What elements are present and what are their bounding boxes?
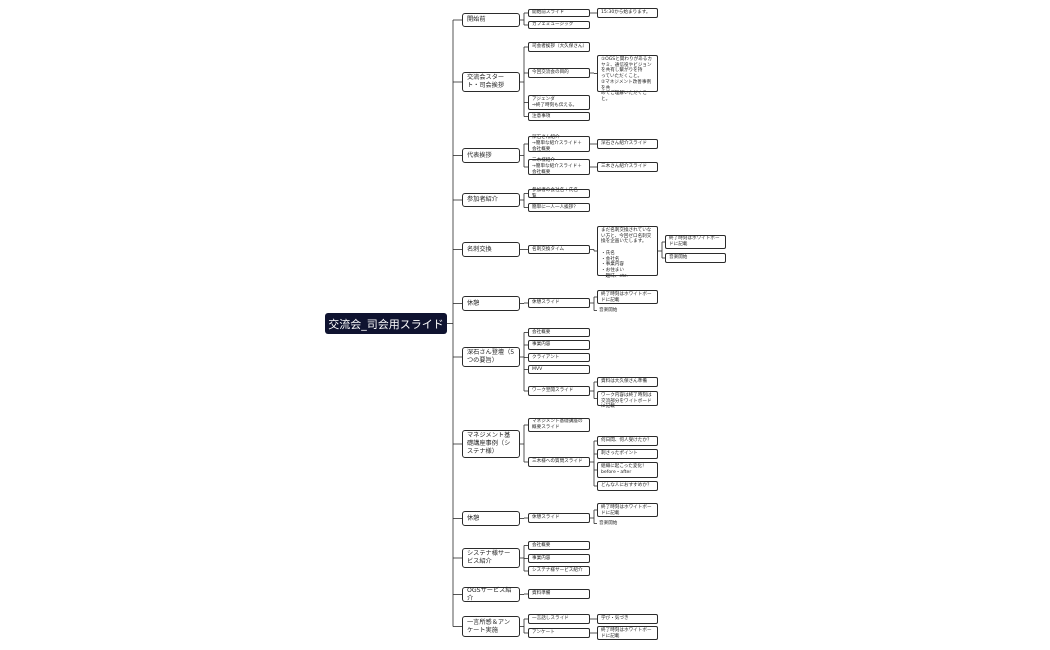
topic-level2[interactable]: MVV [528,365,590,374]
branch-node[interactable]: 交流会スタート・司会挨拶 [462,72,520,92]
topic-level2[interactable]: 三木様紹介 →簡単な紹介スライド＋会社概要 [528,158,590,175]
topic-level2[interactable]: 名刺交換タイム [528,245,590,254]
topic-level3[interactable]: ワーク内容は終了時刻は交流部分をワイトボードに記載 [597,391,658,409]
topic-level3[interactable]: 組織に起こった変化！ before・after [597,462,658,478]
topic-level2[interactable]: 事業内容 [528,554,590,563]
topic-level2[interactable]: クライアント [528,353,590,362]
topic-level2[interactable]: 資料準備 [528,589,590,599]
topic-level3[interactable]: ①OGSと関わりがあるカヤミ、通信役やビジョンを共有し繋がりを持 っていただくこ… [597,55,658,102]
topic-level2[interactable]: 休憩スライド [528,298,590,308]
topic-level2[interactable]: マネジメント基礎講座の概要スライド [528,418,590,432]
topic-level4[interactable]: 終了時刻はホワイトボードに記載 [665,235,726,249]
branch-node[interactable]: マネジメント基礎講座事例（システナ様） [462,430,520,458]
branch-node[interactable]: 参加者紹介 [462,193,520,207]
topic-level3[interactable]: まだ名刺交換されていない方と、今回ゼロ名刺交換を企画いたします。 ・氏名 ・会社… [597,226,658,279]
branch-node[interactable]: 休憩 [462,296,520,311]
topic-level2[interactable]: システナ様サービス紹介 [528,566,590,576]
topic-level3[interactable]: 終了時刻はホワイトボードに記載 [597,290,658,304]
topic-level2[interactable]: 注意事項 [528,112,590,121]
topic-level2[interactable]: 司会者挨拶（大久保さん） [528,42,590,52]
branch-node[interactable]: 代表挨拶 [462,148,520,163]
branch-node[interactable]: 名刺交換 [462,242,520,257]
topic-level2[interactable]: 開始前スライド [528,9,590,17]
topic-level3[interactable]: どんな人におすすめか？ [597,481,658,491]
topic-level3[interactable]: 15:30から始まります。 [597,8,658,18]
topic-level3[interactable]: 学び・気づき [597,614,658,624]
root-node[interactable]: 交流会_司会用スライド [325,313,447,334]
topic-level2[interactable]: 簡単に一人一人挨拶？ [528,203,590,212]
topic-level2[interactable]: アジェンダ ⇒終了時刻も伝える。 [528,95,590,110]
topic-level4[interactable]: 音楽開始 [665,253,726,263]
topic-level3[interactable]: 資料は大久保さん準備 [597,377,658,387]
branch-node[interactable]: 深石さん登壇（5つの要旨） [462,347,520,367]
topic-level2[interactable]: 事業内容 [528,340,590,350]
topic-level2[interactable]: 会社概要 [528,328,590,337]
topic-level2[interactable]: 会社概要 [528,541,590,550]
topic-level2[interactable]: カフェミュージック [528,21,590,29]
topic-level2[interactable]: 今回交流会の目的 [528,68,590,78]
branch-node[interactable]: システナ様サービス紹介 [462,548,520,568]
topic-level2[interactable]: 参加者の会社名＋氏名一覧 [528,188,590,199]
topic-level3[interactable]: 終了時刻はホワイトボードに記載 [597,503,658,517]
note-text: 音楽開始 [599,308,618,313]
topic-level3[interactable]: 刺さったポイント [597,449,658,459]
note-text: 音楽開始 [599,521,618,526]
topic-level2[interactable]: 一言話しスライド [528,614,590,624]
topic-level3[interactable]: 何日間、何人受けたか？ [597,436,658,446]
topic-level2[interactable]: 三木様への質問スライド [528,457,590,467]
branch-node[interactable]: OGSサービス紹介 [462,587,520,602]
branch-node[interactable]: 休憩 [462,511,520,526]
topic-level2[interactable]: 休憩スライド [528,513,590,523]
topic-level2[interactable]: アンケート [528,628,590,638]
topic-level3[interactable]: 三木さん紹介スライド [597,162,658,172]
topic-level2[interactable]: ワーク翌開スライド [528,386,590,396]
topic-level3[interactable]: 深石さん紹介スライド [597,139,658,149]
topic-level2[interactable]: 深石さん紹介 →簡単な紹介スライド＋会社概要 [528,135,590,152]
branch-node[interactable]: 開始前 [462,13,520,27]
branch-node[interactable]: 一言所感＆アンケート実施 [462,616,520,637]
topic-level3[interactable]: 終了時刻はホワイトボードに記載 [597,626,658,640]
